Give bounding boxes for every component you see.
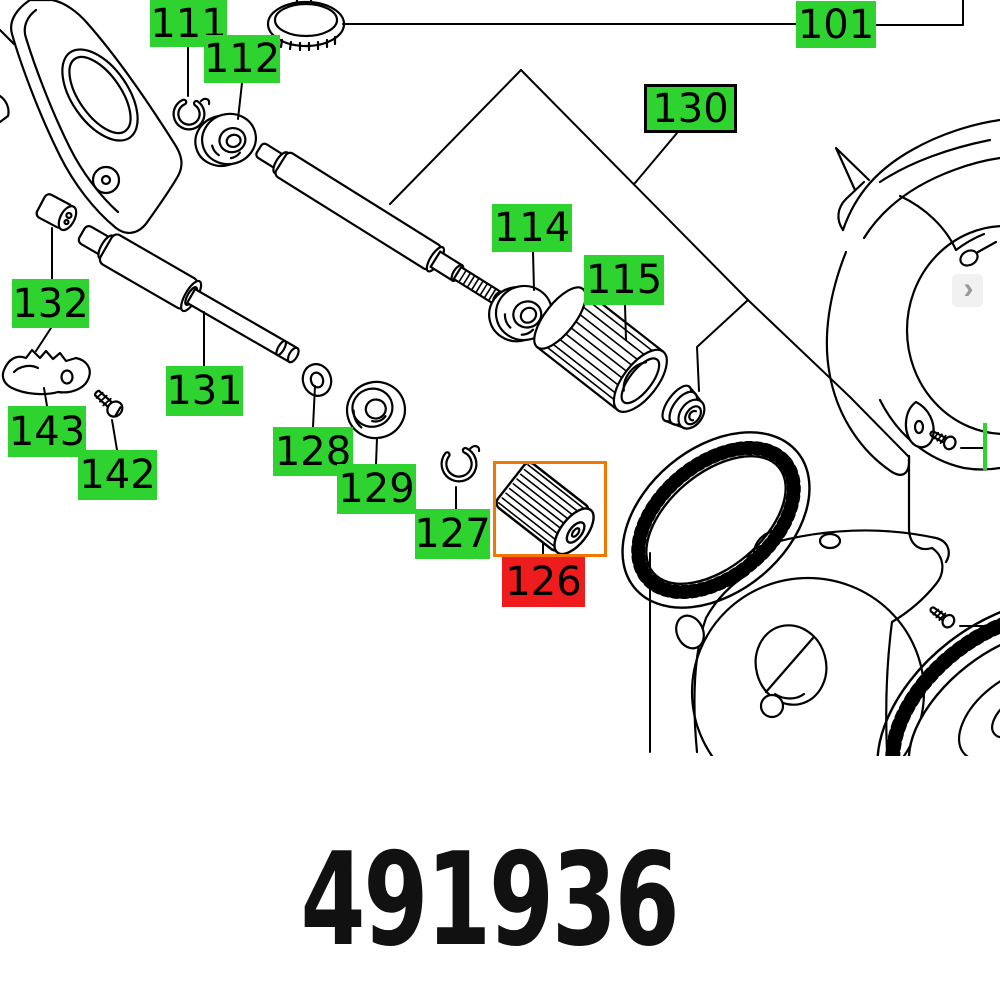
exploded-parts-drawing [0,0,1000,756]
part-label-127[interactable]: 127 [414,509,491,559]
toothed-pulley [876,598,1000,756]
shaft-131 [77,225,300,364]
part-label-131[interactable]: 131 [166,366,243,416]
pinion-gear-126 [495,461,595,556]
part-label-115[interactable]: 115 [584,255,664,305]
adjusting-cap [266,0,346,52]
screw-lower-right [929,606,956,629]
part-label-130[interactable]: 130 [644,84,737,133]
part-label-132[interactable]: 132 [12,279,89,328]
chevron-right-icon: › [963,271,974,305]
screw-upper-right [929,430,957,451]
part-label-114[interactable]: 114 [492,204,572,252]
belt-cover-housing [675,454,950,756]
circlip-111 [172,97,211,131]
flanged-nut [661,384,706,430]
next-page-button[interactable]: › [952,271,983,307]
bushing-132 [35,193,78,232]
gear-head-housing [825,118,1000,476]
toothed-segment-143 [1,348,91,396]
bearing-129 [345,380,407,440]
main-shaft [255,142,508,307]
part-label-112[interactable]: 112 [203,35,281,83]
timing-belt [621,431,811,609]
splined-sleeve-115 [533,286,668,413]
screw-142 [93,389,124,418]
part-label-101[interactable]: 101 [796,1,876,48]
leader-lines [35,0,1000,753]
part-label-126-selected[interactable]: 126 [502,557,585,607]
housing-cover [0,0,183,234]
part-label-129[interactable]: 129 [337,464,416,514]
washer-128 [301,363,333,397]
offscreen-label-fragment [983,423,987,470]
part-label-142[interactable]: 142 [78,450,157,500]
selected-part-highlight [493,461,607,557]
circlip-127 [440,445,481,483]
part-label-143[interactable]: 143 [8,406,86,457]
order-number: 491936 [300,826,680,975]
bearing-112 [194,112,257,168]
